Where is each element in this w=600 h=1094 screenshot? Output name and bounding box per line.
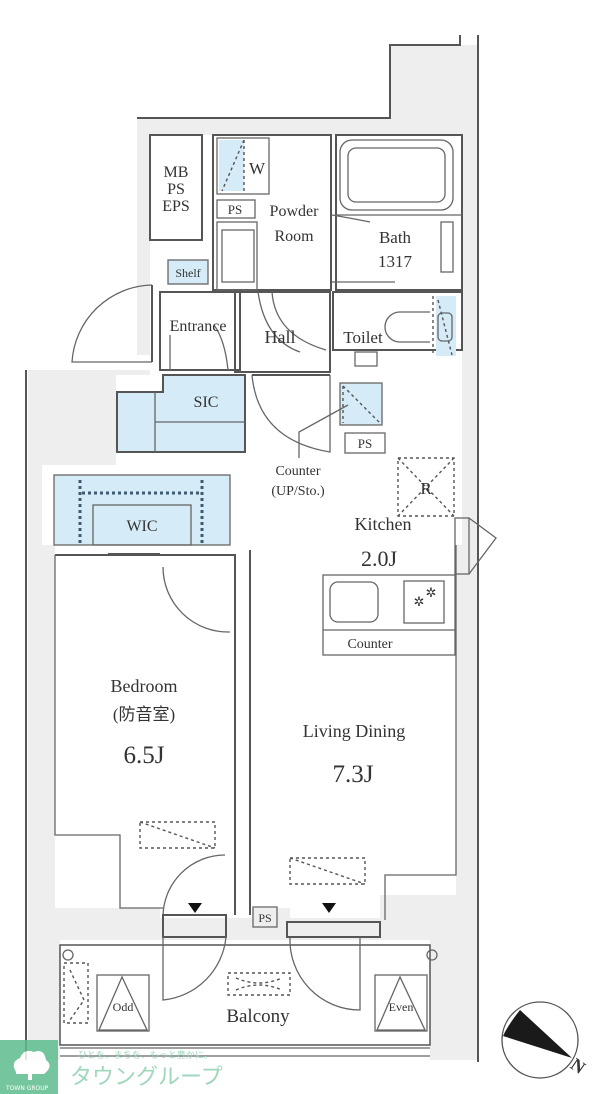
interior-floor	[42, 135, 462, 918]
label-bedroom-note: (防音室)	[113, 705, 175, 724]
label-powder-1: Powder	[270, 203, 320, 220]
tree-logo-icon	[13, 1050, 50, 1074]
label-kitchen: Kitchen	[355, 514, 412, 534]
label-eps: EPS	[162, 198, 190, 215]
label-counter-up: Counter	[275, 464, 320, 479]
label-living-dining: Living Dining	[303, 721, 406, 741]
entrance-door[interactable]	[71, 284, 153, 363]
watermark-brand-en: TOWN GROUP	[5, 1085, 49, 1092]
label-kitchen-size: 2.0J	[361, 546, 398, 571]
label-ps-top: PS	[228, 202, 242, 217]
label-ps-mid: PS	[358, 436, 372, 451]
toilet-bowl	[384, 311, 430, 343]
watermark-tagline: ひとを、まちを、もっと豊かに。	[78, 1049, 213, 1061]
label-kitchen-counter: Counter	[347, 637, 392, 652]
label-toilet: Toilet	[343, 328, 383, 347]
refrigerator-space	[397, 457, 455, 517]
label-washer: W	[249, 159, 266, 178]
door-arrow-bedroom	[188, 903, 202, 913]
watermark	[0, 1040, 58, 1094]
label-wic: WIC	[126, 518, 157, 535]
sic-storage	[117, 375, 245, 452]
label-bath: Bath	[379, 228, 412, 247]
label-ps: PS	[167, 181, 185, 198]
label-powder-2: Room	[274, 228, 314, 245]
label-bath-size: 1317	[378, 252, 413, 271]
label-sic: SIC	[194, 394, 219, 411]
svg-text:✲: ✲	[414, 594, 425, 609]
label-refrigerator: R	[420, 479, 432, 498]
label-living-size: 7.3J	[333, 761, 374, 788]
label-counter-sto: (UP/Sto.)	[271, 484, 325, 499]
label-even: Even	[389, 1000, 414, 1014]
label-hall: Hall	[265, 327, 296, 347]
watermark-brand-jp: タウングループ	[70, 1065, 223, 1090]
svg-text:✲: ✲	[426, 585, 437, 600]
label-mb: MB	[164, 164, 189, 181]
label-balcony: Balcony	[226, 1006, 290, 1027]
north-compass	[501, 1001, 579, 1079]
door-arrow-living	[322, 903, 336, 913]
label-bedroom: Bedroom	[111, 676, 178, 696]
shelf-area	[168, 260, 208, 284]
label-ps-bottom: PS	[258, 911, 271, 925]
label-shelf: Shelf	[175, 266, 200, 280]
label-entrance: Entrance	[170, 318, 227, 335]
label-bedroom-size: 6.5J	[124, 742, 165, 769]
label-odd: Odd	[113, 1000, 134, 1014]
